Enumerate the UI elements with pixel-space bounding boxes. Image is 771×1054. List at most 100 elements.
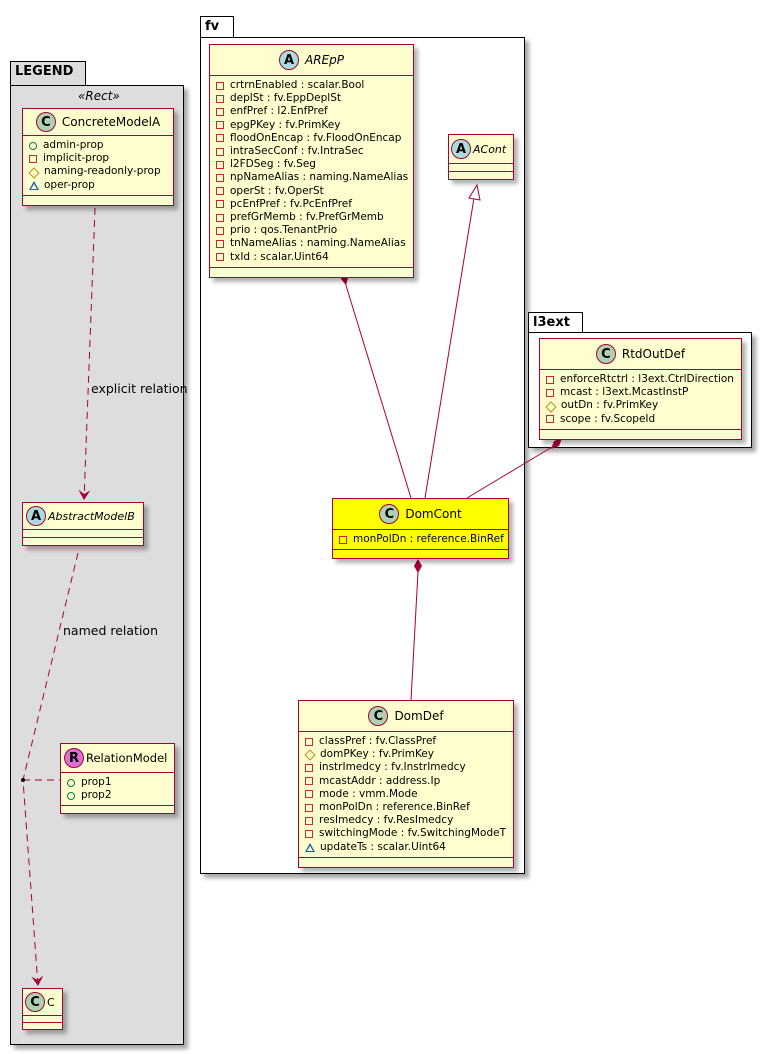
class-icon: C [25, 992, 45, 1012]
class-acont[interactable]: A ACont [448, 134, 514, 180]
private-visibility-icon [305, 803, 313, 812]
attribute-row: naming-readonly-prop [29, 165, 167, 178]
legend-package-name: LEGEND [15, 64, 74, 79]
attribute-text: pcEnfPref : fv.PcEnfPref [230, 197, 352, 210]
public-visibility-icon [67, 791, 75, 800]
attribute-text: scope : fv.ScopeId [560, 412, 656, 425]
public-visibility-icon [29, 141, 37, 150]
private-visibility-icon [546, 415, 554, 424]
attribute-row: scope : fv.ScopeId [546, 413, 735, 426]
private-visibility-icon [216, 200, 224, 209]
l3ext-package-name: l3ext [533, 315, 570, 330]
fv-package-name: fv [205, 19, 220, 34]
class-icon: C [379, 504, 400, 524]
private-visibility-icon [216, 108, 224, 116]
attribute-text: l2FDSeg : fv.Seg [230, 158, 316, 171]
attribute-row: l2FDSeg : fv.Seg [216, 158, 407, 171]
private-visibility-icon [546, 388, 554, 397]
private-visibility-icon [29, 154, 37, 163]
public-visibility-icon [67, 778, 75, 787]
abstract-class-icon: A [279, 50, 299, 70]
attribute-text: tnNameAlias : naming.NameAlias [230, 237, 406, 250]
domcont-composition-diamond [414, 559, 422, 573]
class-name: ACont [473, 142, 507, 156]
class-rtdoutdef[interactable]: C RtdOutDef enforceRtctrl : l3ext.CtrlDi… [539, 338, 742, 440]
attribute-row: enfPref : l2.EnfPref [216, 105, 407, 118]
arepp-domcont-line [344, 281, 412, 499]
attribute-row: prio : qos.TenantPrio [216, 224, 407, 237]
attribute-row: resImedcy : fv.ResImedcy [305, 814, 507, 827]
class-c[interactable]: C C [22, 988, 63, 1030]
attribute-text: epgPKey : fv.PrimKey [230, 118, 341, 131]
attribute-row: implicit-prop [29, 152, 167, 165]
attribute-row: deplSt : fv.EppDeplSt [216, 92, 407, 105]
abstract-class-icon: A [451, 139, 471, 159]
legend-package [10, 85, 184, 1045]
attribute-text: crtrnEnabled : scalar.Bool [230, 79, 365, 91]
attribute-text: prio : qos.TenantPrio [230, 224, 338, 237]
private-visibility-icon [216, 253, 224, 262]
attribute-row: outDn : fv.PrimKey [546, 399, 735, 412]
attribute-text: outDn : fv.PrimKey [561, 399, 659, 412]
class-name: AbstractModelB [48, 509, 135, 523]
acont-domcont-line [424, 197, 475, 499]
attribute-row: classPref : fv.ClassPref [305, 735, 507, 748]
attribute-row: npNameAlias : naming.NameAlias [216, 171, 409, 184]
attribute-text: prefGrMemb : fv.PrefGrMemb [230, 211, 384, 224]
attribute-text: intraSecConf : fv.IntraSec [230, 145, 364, 158]
attribute-row: prop2 [67, 789, 168, 802]
attribute-text: instrImedcy : fv.InstrImedcy [319, 761, 466, 774]
attribute-row: intraSecConf : fv.IntraSec [216, 145, 407, 158]
attribute-row: switchingMode : fv.SwitchingModeT [305, 827, 507, 840]
private-visibility-icon [216, 121, 224, 130]
rtdoutdef-domcont-line [466, 446, 553, 499]
private-visibility-icon [305, 777, 313, 786]
private-visibility-icon [216, 147, 224, 156]
class-abstract-model-b[interactable]: A AbstractModelB [22, 502, 144, 546]
l3ext-package-tab: l3ext [528, 312, 583, 333]
attribute-text: prop1 [81, 776, 112, 788]
class-name: ConcreteModelA [61, 115, 161, 129]
private-visibility-icon [216, 174, 224, 183]
abstract-class-icon: A [26, 506, 46, 526]
protected-visibility-icon [305, 750, 314, 759]
attribute-row: domPKey : fv.PrimKey [305, 748, 507, 761]
attribute-text: classPref : fv.ClassPref [319, 735, 437, 747]
attribute-row: mcastAddr : address.Ip [305, 775, 507, 788]
attribute-text: implicit-prop [43, 152, 110, 165]
attribute-text: txId : scalar.Uint64 [230, 250, 329, 263]
private-visibility-icon [305, 830, 313, 839]
attribute-text: switchingMode : fv.SwitchingModeT [319, 827, 506, 840]
class-icon: C [595, 344, 616, 364]
private-visibility-icon [546, 375, 554, 384]
package-visibility-icon [29, 180, 39, 190]
attribute-row: monPolDn : reference.BinRef [339, 533, 504, 546]
rtdoutdef-composition-diamond [551, 438, 562, 449]
attribute-text: updateTs : scalar.Uint64 [320, 840, 446, 853]
private-visibility-icon [305, 816, 313, 825]
class-domcont[interactable]: C DomCont monPolDn : reference.BinRef [332, 498, 509, 560]
class-name: DomCont [405, 507, 462, 521]
class-name: RtdOutDef [621, 347, 686, 361]
attribute-row: admin-prop [29, 139, 167, 152]
attribute-text: npNameAlias : naming.NameAlias [230, 171, 409, 184]
attribute-text: monPolDn : reference.BinRef [319, 801, 470, 814]
attribute-text: prop2 [81, 789, 112, 802]
class-name: C [47, 995, 55, 1009]
attribute-row: monPolDn : reference.BinRef [305, 801, 507, 814]
attribute-row: operSt : fv.OperSt [216, 185, 407, 198]
attribute-row: pcEnfPref : fv.PcEnfPref [216, 198, 407, 211]
attribute-text: domPKey : fv.PrimKey [320, 748, 434, 761]
private-visibility-icon [216, 187, 224, 196]
class-name: DomDef [394, 709, 444, 723]
class-icon: C [35, 112, 56, 132]
private-visibility-icon [216, 134, 224, 143]
relation-junction-dot [21, 778, 25, 782]
